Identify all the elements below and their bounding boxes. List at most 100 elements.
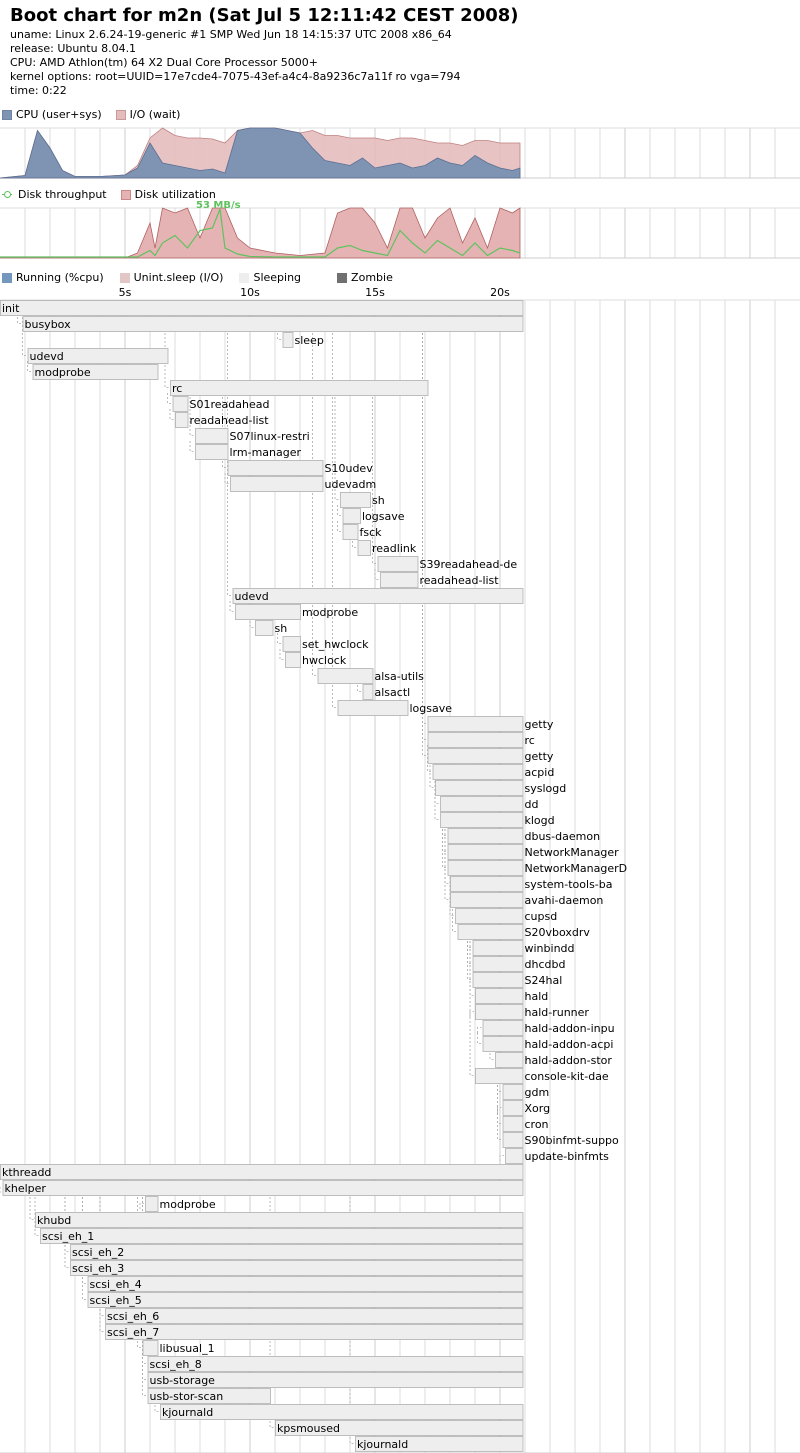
process-bar: [427, 716, 524, 732]
process-label: udevadm: [325, 478, 377, 491]
process-label: hald-runner: [525, 1006, 590, 1019]
process-label: kjournald: [357, 1438, 408, 1451]
process-bar: [147, 1372, 524, 1388]
process-connector: [422, 313, 427, 756]
process-bar: [472, 972, 524, 988]
process-connector: [442, 745, 447, 836]
process-connector: [279, 649, 284, 660]
process-connector: [189, 441, 194, 452]
running-swatch: [2, 272, 12, 283]
process-connector: [82, 1193, 87, 1300]
process-connector: [357, 681, 362, 692]
process-bar: [355, 1436, 524, 1452]
process-connector: [497, 745, 502, 1140]
running-legend-label: Running (%cpu): [16, 271, 104, 284]
process-bar: [502, 1100, 524, 1116]
sleeping-swatch: [239, 272, 250, 283]
process-bar: [147, 1356, 524, 1372]
process-connector: [477, 1027, 482, 1033]
process-label: logsave: [410, 702, 453, 715]
process-bar: [172, 396, 189, 412]
process-connector: [224, 473, 229, 484]
x-tick-label: 15s: [365, 286, 385, 299]
x-tick-label: 5s: [119, 286, 132, 299]
process-label: khubd: [37, 1214, 71, 1227]
process-connector: [469, 745, 474, 1076]
process-label: modprobe: [160, 1198, 216, 1211]
process-label: rc: [525, 734, 535, 747]
process-connector: [99, 1193, 104, 1332]
process-label: sh: [372, 494, 385, 507]
process-connector: [0, 1187, 2, 1193]
process-label: cupsd: [525, 910, 558, 923]
process-label: NetworkManager: [525, 846, 620, 859]
process-bar: [505, 1148, 524, 1164]
process-label: console-kit-dae: [525, 1070, 609, 1083]
process-label: hald: [525, 990, 549, 1003]
process-label: avahi-daemon: [525, 894, 604, 907]
process-label: dbus-daemon: [525, 830, 601, 843]
process-label: usb-storage: [150, 1374, 216, 1387]
process-label: hald-addon-stor: [525, 1054, 613, 1067]
process-bar: [475, 1004, 524, 1020]
process-connector: [352, 505, 357, 548]
time-info: time: 0:22: [10, 84, 67, 97]
process-label: sh: [275, 622, 288, 635]
zombie-legend-label: Zombie: [351, 271, 393, 284]
throughput-legend-label: Disk throughput: [18, 188, 107, 201]
process-bar: [427, 732, 524, 748]
process-bar: [427, 748, 524, 764]
process-bar: [377, 556, 419, 572]
unint-legend-label: Unint.sleep (I/O): [133, 271, 224, 284]
process-label: kjournald: [162, 1406, 213, 1419]
process-label: S24hal: [525, 974, 563, 987]
process-label: busybox: [25, 318, 72, 331]
cpu-info: CPU: AMD Athlon(tm) 64 X2 Dual Core Proc…: [10, 56, 318, 69]
process-legend: Running (%cpu) Unint.sleep (I/O) Sleepin…: [2, 271, 393, 284]
process-connector: [444, 745, 449, 900]
process-label: S39readahead-de: [420, 558, 518, 571]
process-bar: [175, 412, 189, 428]
process-bar: [70, 1260, 524, 1276]
process-bar: [502, 1116, 524, 1132]
process-connector: [269, 1193, 274, 1428]
process-connector: [142, 1193, 147, 1380]
process-label: scsi_eh_4: [90, 1278, 142, 1291]
process-connector: [349, 1193, 354, 1444]
process-connector: [229, 601, 234, 612]
process-bar: [195, 428, 229, 444]
disk-legend: Disk throughput Disk utilization: [2, 188, 216, 201]
process-bar: [282, 636, 301, 652]
unint-swatch: [119, 272, 130, 283]
process-bar: [502, 1084, 524, 1100]
cpu-area: [0, 127, 521, 179]
process-bar: [495, 1052, 524, 1068]
process-bar: [342, 508, 361, 524]
process-label: lrm-manager: [230, 446, 302, 459]
process-bar: [472, 940, 524, 956]
process-connector: [334, 393, 339, 500]
process-label: hwclock: [302, 654, 347, 667]
process-connector: [22, 313, 27, 356]
process-connector: [444, 745, 449, 884]
disk-util-area: [0, 207, 521, 259]
throughput-peak-label: 53 MB/s: [196, 200, 241, 211]
process-connector: [497, 745, 502, 1092]
process-bar: [2, 1180, 524, 1196]
process-label: kthreadd: [2, 1166, 51, 1179]
process-connector: [332, 313, 337, 708]
process-connector: [422, 313, 427, 740]
process-connector: [469, 745, 474, 996]
process-label: S10udev: [325, 462, 374, 475]
zombie-swatch: [337, 272, 348, 283]
process-connector: [222, 393, 227, 468]
process-bar: [275, 1420, 524, 1436]
cpu-legend: CPU (user+sys) I/O (wait): [2, 108, 180, 121]
process-bar: [472, 956, 524, 972]
process-connector: [34, 1193, 39, 1236]
process-bar: [502, 1132, 524, 1148]
process-label: readahead-list: [420, 574, 500, 587]
process-connector: [499, 1155, 504, 1161]
process-bar: [317, 668, 374, 684]
process-label: acpid: [525, 766, 555, 779]
